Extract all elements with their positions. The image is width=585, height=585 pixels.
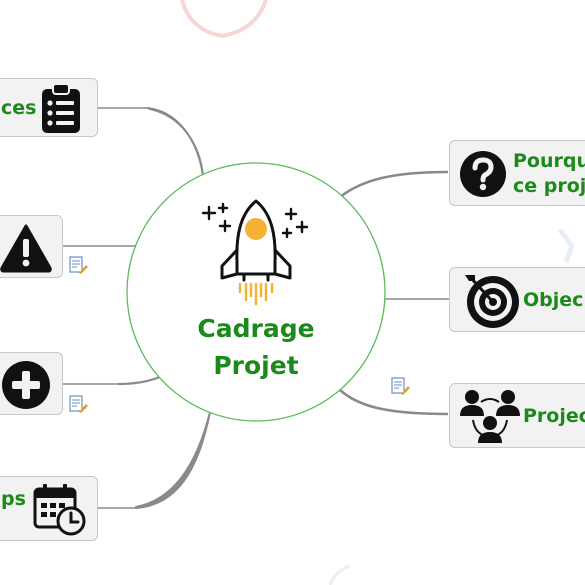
- connector-curve-top-right: [339, 170, 449, 199]
- plus-circle-icon: [2, 361, 50, 409]
- note-icon-left-2[interactable]: [68, 394, 88, 414]
- warning-icon: [0, 224, 52, 273]
- branch-label-left-4: ps: [1, 488, 26, 510]
- clipboard-list-icon: [42, 83, 80, 133]
- watermark-stroke-right: [558, 228, 575, 263]
- connector-curve-bottom-right: [339, 389, 449, 416]
- question-icon: [460, 151, 506, 197]
- branch-node-left-3[interactable]: [0, 352, 63, 415]
- note-icon-left-1[interactable]: [68, 255, 88, 275]
- connector-curve-mid-left-2: [117, 375, 161, 386]
- target-icon: [465, 275, 519, 328]
- center-title-line-2: Projet: [213, 351, 299, 380]
- branch-label-right-2: Objec: [523, 289, 584, 311]
- branch-label-right-1-line-2: ce proj: [513, 175, 585, 197]
- branch-label-left-1: ces: [1, 97, 37, 119]
- branch-node-right-2[interactable]: Objec: [449, 267, 585, 332]
- branch-node-right-1[interactable]: Pourqu ce proj: [449, 140, 585, 206]
- branch-node-left-1[interactable]: ces: [0, 78, 98, 137]
- watermark-arc-bottom: [328, 564, 351, 585]
- branch-label-right-1-line-1: Pourqu: [513, 150, 585, 172]
- branch-node-right-3[interactable]: Projec: [449, 383, 585, 448]
- center-title-line-1: Cadrage: [197, 314, 315, 343]
- branch-label-right-3: Projec: [523, 405, 585, 427]
- rocket-icon: [201, 199, 309, 306]
- branch-node-left-4[interactable]: ps: [0, 476, 98, 541]
- calendar-clock-icon: [33, 484, 86, 536]
- watermark-arc-top: [180, 0, 268, 39]
- branch-node-left-2[interactable]: [0, 215, 63, 278]
- team-icon: [460, 390, 520, 443]
- center-title: Cadrage Projet: [128, 310, 384, 384]
- note-icon-right-1[interactable]: [390, 376, 410, 396]
- branch-label-right-1: Pourqu ce proj: [513, 149, 585, 199]
